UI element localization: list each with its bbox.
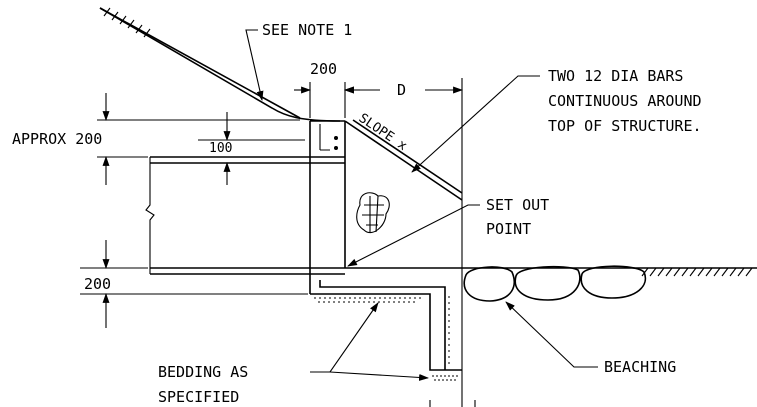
stone-pattern (356, 192, 390, 234)
approx-200-label: APPROX 200 (12, 130, 102, 148)
dimension-100: 100 (198, 112, 305, 185)
bars-line3: TOP OF STRUCTURE. (548, 117, 702, 135)
bars-line1: TWO 12 DIA BARS (548, 67, 683, 85)
bedding-line2: SPECIFIED (158, 388, 239, 406)
dim-d-label: D (397, 81, 406, 99)
bedding-leader: BEDDING AS SPECIFIED (158, 302, 429, 406)
apron-slab (310, 267, 757, 371)
beaching-label: BEACHING (604, 358, 676, 376)
pipe-barrel (145, 156, 345, 275)
beaching-rocks (463, 265, 647, 302)
bedding-stipple (314, 296, 458, 381)
embankment-slope-line (99, 7, 341, 122)
set-out-leader: SET OUT POINT (347, 196, 549, 267)
dim-200-top-label: 200 (310, 60, 337, 78)
see-note-label: SEE NOTE 1 (262, 21, 352, 39)
dimension-d: D (344, 81, 463, 99)
dimension-200-bottom: 200 (80, 240, 308, 328)
set-out-line2: POINT (486, 220, 531, 238)
dimension-approx-200: APPROX 200 (12, 93, 300, 185)
beaching-leader: BEACHING (505, 301, 676, 376)
set-out-line1: SET OUT (486, 196, 549, 214)
dimension-200-top: 200 (294, 60, 360, 118)
bars-line2: CONTINUOUS AROUND (548, 92, 702, 110)
bedding-line1: BEDDING AS (158, 363, 248, 381)
dim-100-label: 100 (209, 141, 232, 156)
bars-leader: TWO 12 DIA BARS CONTINUOUS AROUND TOP OF… (411, 67, 702, 173)
slope-label: SLOPE x (356, 111, 410, 154)
dim-200-bottom-label: 200 (84, 275, 111, 293)
see-note-leader: SEE NOTE 1 (245, 21, 352, 101)
headwall (309, 78, 463, 407)
ground-hatch-right (641, 267, 753, 277)
